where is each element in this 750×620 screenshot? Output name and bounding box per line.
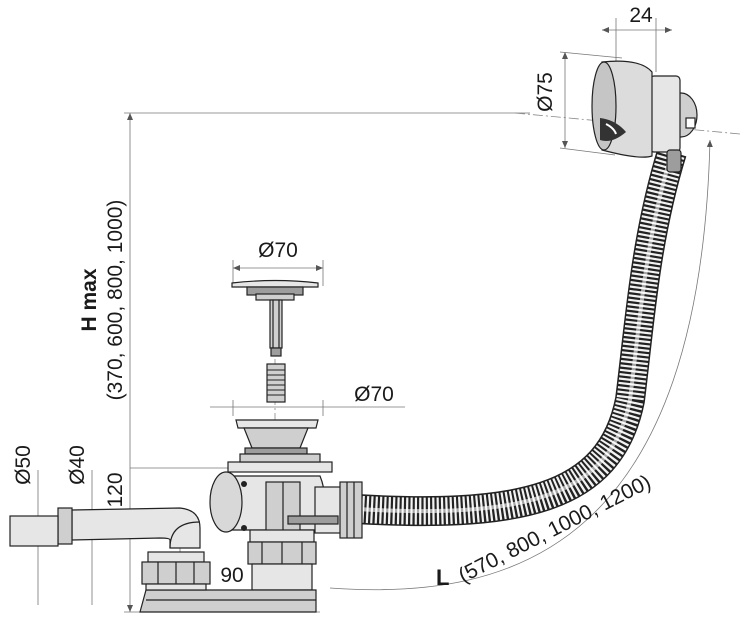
- overflow-diameter-ext-top: [559, 51, 623, 59]
- waste-body: [139, 419, 363, 613]
- outlet-inner-diameter-label: Ø40: [66, 445, 89, 485]
- length-label: L: [436, 565, 449, 590]
- overflow-head: [591, 60, 698, 173]
- outlet-outer-diameter-label: Ø50: [12, 445, 35, 485]
- corrugated-hose: [339, 147, 687, 527]
- overflow-diameter-ext-bottom: [559, 147, 616, 156]
- outlet-offset-label: 90: [220, 564, 243, 587]
- height-max-label: H max: [78, 268, 101, 331]
- overflow-depth-label: 24: [629, 4, 653, 27]
- waste-diameter-label: Ø70: [354, 383, 394, 406]
- overflow-diameter-label: Ø75: [534, 72, 557, 112]
- height-values-label: (370, 600, 800, 1000): [104, 200, 127, 401]
- length-dimension-arc: [329, 139, 713, 591]
- outlet-elbow: [9, 507, 211, 591]
- plug: [231, 279, 319, 403]
- plug-diameter-label: Ø70: [258, 239, 298, 262]
- trap-height-label: 120: [104, 472, 127, 507]
